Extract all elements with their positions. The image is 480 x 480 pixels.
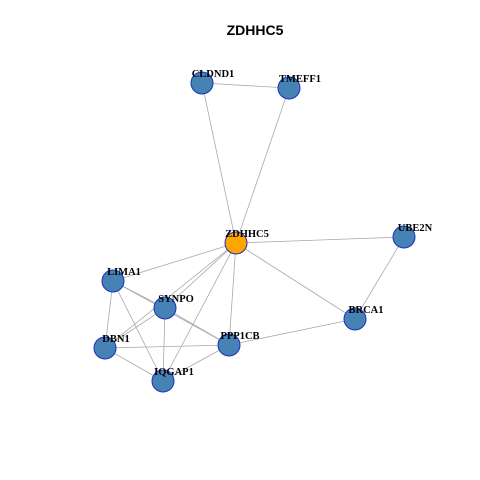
node-zdhhc5[interactable] — [224, 231, 248, 255]
edge-tmeff1-zdhhc5 — [235, 87, 290, 244]
node-label-lima1: LIMA1 — [107, 267, 141, 278]
node-dbn1[interactable] — [93, 336, 117, 360]
nodes-layer — [93, 71, 416, 393]
node-label-tmeff1: TMEFF1 — [279, 74, 321, 85]
edge-zdhhc5-brca1 — [235, 242, 356, 320]
node-lima1[interactable] — [101, 269, 125, 293]
node-iqgap1[interactable] — [151, 369, 175, 393]
edge-dbn1-ppp1cb — [104, 344, 230, 349]
edge-synpo-dbn1 — [104, 307, 166, 349]
graph-title: ZDHHC5 — [227, 22, 284, 38]
node-label-dbn1: DBN1 — [102, 334, 129, 345]
node-label-ppp1cb: PPP1CB — [220, 331, 259, 342]
node-ppp1cb[interactable] — [217, 333, 241, 357]
edge-cldnd1-zdhhc5 — [201, 82, 237, 244]
edge-synpo-iqgap1 — [162, 307, 166, 382]
edge-zdhhc5-ppp1cb — [228, 242, 237, 346]
node-label-cldnd1: CLDND1 — [192, 69, 235, 80]
edge-brca1-ppp1cb — [228, 318, 356, 346]
edge-ube2n-brca1 — [354, 236, 405, 320]
edge-ppp1cb-iqgap1 — [162, 344, 230, 382]
edge-synpo-ppp1cb — [164, 307, 230, 346]
edge-zdhhc5-lima1 — [112, 242, 237, 282]
node-label-iqgap1: IQGAP1 — [154, 367, 194, 378]
node-brca1[interactable] — [343, 307, 367, 331]
node-synpo[interactable] — [153, 296, 177, 320]
node-label-zdhhc5: ZDHHC5 — [225, 229, 269, 240]
edge-zdhhc5-dbn1 — [104, 242, 237, 349]
edge-zdhhc5-synpo — [164, 242, 237, 309]
node-tmeff1[interactable] — [277, 76, 301, 100]
edge-zdhhc5-ube2n — [235, 236, 405, 244]
node-label-ube2n: UBE2N — [398, 223, 433, 234]
node-label-synpo: SYNPO — [158, 294, 194, 305]
edge-zdhhc5-iqgap1 — [162, 242, 237, 382]
edge-cldnd1-tmeff1 — [201, 82, 290, 89]
node-ube2n[interactable] — [392, 225, 416, 249]
edge-lima1-iqgap1 — [112, 280, 164, 382]
node-cldnd1[interactable] — [190, 71, 214, 95]
node-label-brca1: BRCA1 — [348, 305, 383, 316]
